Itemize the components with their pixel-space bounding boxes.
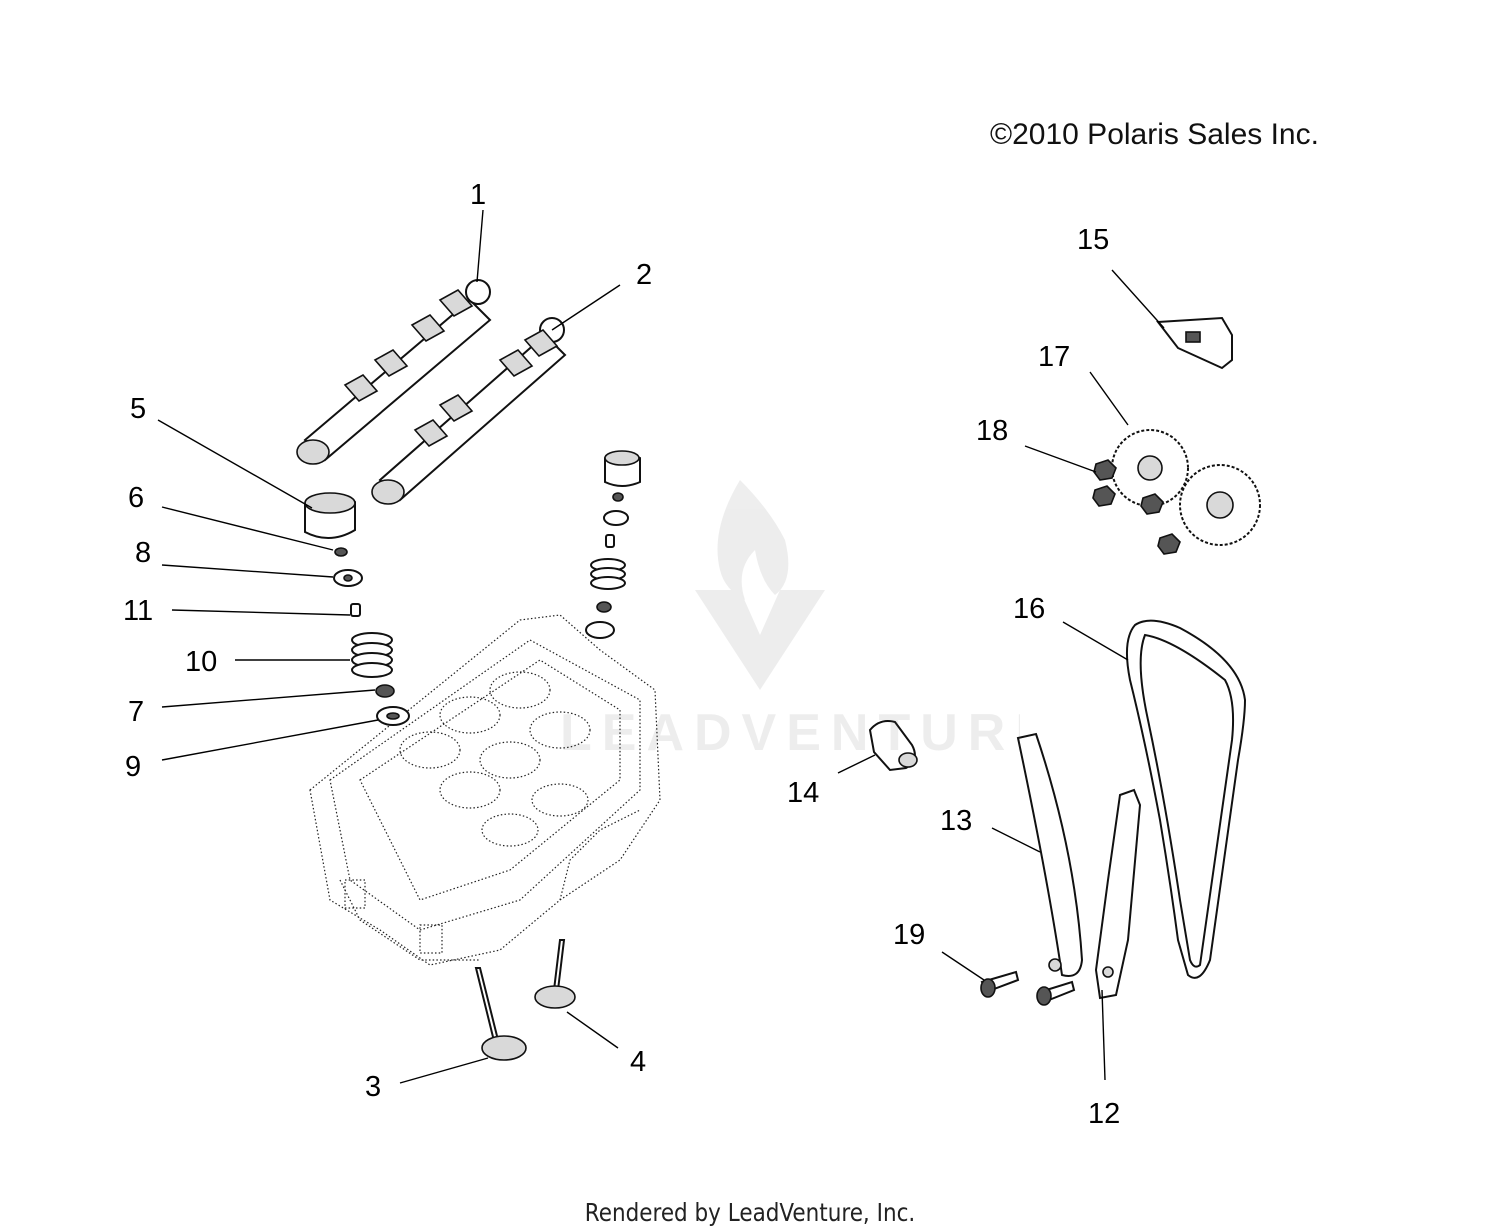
callout-11: 11 [123,595,153,627]
callout-19: 19 [893,919,925,951]
spring-seat [376,706,410,726]
callout-labels: 1 2 3 4 5 6 8 11 10 7 9 12 13 14 15 16 1… [123,179,1120,1130]
intake-valve [474,967,527,1061]
exhaust-valve [534,939,576,1009]
callout-10: 10 [185,646,217,678]
callout-15: 15 [1077,224,1109,256]
callout-3: 3 [365,1071,381,1103]
valve-stem-seal [375,684,395,698]
chain-tensioner [868,720,918,772]
valve-shim [334,547,348,557]
valve-bucket [304,492,356,539]
callout-18: 18 [976,415,1008,447]
callout-5: 5 [130,393,146,425]
exhaust-camshaft [371,317,567,505]
guide-bolts [980,970,1076,1006]
tensioner-guide [1016,732,1084,977]
callout-7: 7 [128,696,144,728]
callout-4: 4 [630,1046,646,1078]
leader-lines [157,209,1165,1084]
valve-stack-assembly [585,450,641,639]
sprocket-bolts [1092,459,1181,555]
valve-keeper [350,603,361,617]
callout-9: 9 [125,751,141,783]
callout-8: 8 [135,537,151,569]
callout-17: 17 [1038,341,1070,373]
callout-14: 14 [787,777,819,809]
cam-sprocket-left [1111,429,1189,507]
cylinder-head [309,614,661,966]
chain-guide-fixed [1094,788,1142,1000]
callout-16: 16 [1013,593,1045,625]
valve-spring [351,632,393,678]
footer-rendered-by: Rendered by LeadVenture, Inc. [584,1198,916,1227]
callout-6: 6 [128,482,144,514]
intake-camshaft [296,279,492,465]
callout-12: 12 [1088,1098,1120,1130]
copyright-notice: ©2010 Polaris Sales Inc. [990,118,1319,151]
callout-2: 2 [636,259,652,291]
callout-13: 13 [940,805,972,837]
callout-1: 1 [470,179,486,211]
chain-guide-top [1156,316,1233,370]
spring-retainer [333,569,363,587]
timing-chain [1125,619,1247,979]
cam-sprocket-right [1179,464,1261,546]
